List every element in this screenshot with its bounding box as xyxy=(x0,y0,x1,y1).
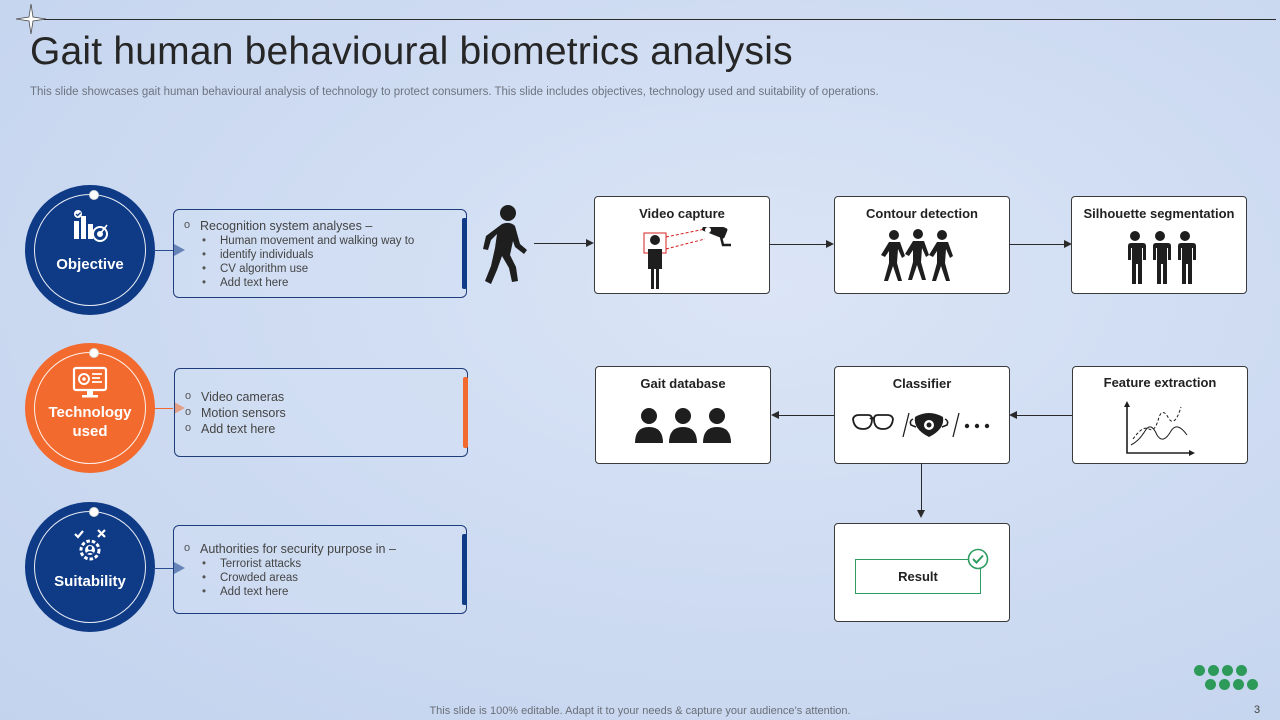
technology-connector xyxy=(153,408,173,409)
suitability-bullet: Crowded areas xyxy=(174,571,466,585)
header-rule xyxy=(44,19,1276,20)
standing-group-icon xyxy=(1127,231,1196,284)
objective-bullet: Human movement and walking way to xyxy=(174,234,466,248)
classifier-title: Classifier xyxy=(892,376,952,391)
objective-bullet: CV algorithm use xyxy=(174,262,466,276)
arrow-feature-to-classifier xyxy=(1016,415,1072,416)
page-title: Gait human behavioural biometrics analys… xyxy=(30,30,793,73)
arrow-classifier-to-result xyxy=(921,463,922,511)
arrow-person-to-capture xyxy=(534,243,586,244)
contour-detection-title: Contour detection xyxy=(866,206,978,221)
objective-card: Recognition system analyses – Human move… xyxy=(173,209,467,298)
suitability-circle: Suitability xyxy=(25,502,155,632)
footer-text: This slide is 100% editable. Adapt it to… xyxy=(429,705,851,717)
sparkle-icon xyxy=(15,3,47,35)
check-circle-icon xyxy=(967,548,989,570)
technology-circle: Technology used xyxy=(25,343,155,473)
video-capture-title: Video capture xyxy=(639,206,725,221)
arrowhead xyxy=(917,510,925,518)
arrowhead xyxy=(586,239,594,247)
suitability-bullet: Terrorist attacks xyxy=(174,557,466,571)
objective-connector xyxy=(153,250,173,251)
users-icon xyxy=(635,408,731,443)
gait-database-title: Gait database xyxy=(640,376,726,391)
technology-label: Technology used xyxy=(48,404,132,440)
technology-item: Add text here xyxy=(175,420,467,437)
checklist-gear-icon xyxy=(74,529,106,561)
suitability-label: Suitability xyxy=(54,573,126,590)
suitability-connector xyxy=(153,568,173,569)
walking-person-icon xyxy=(483,205,527,284)
glasses-mask-icon xyxy=(852,412,990,438)
video-capture-box: Video capture xyxy=(594,196,770,294)
objective-circle: Objective xyxy=(25,185,155,315)
gait-database-box: Gait database xyxy=(595,366,771,464)
technology-card: Video cameras Motion sensors Add text he… xyxy=(174,368,468,457)
objective-label: Objective xyxy=(56,256,124,273)
suitability-bullet: Add text here xyxy=(174,585,466,599)
page-subtitle: This slide showcases gait human behaviou… xyxy=(30,86,879,98)
arrow-capture-to-contour xyxy=(770,244,826,245)
walking-group-icon xyxy=(881,229,953,281)
feature-extraction-title: Feature extraction xyxy=(1103,375,1217,390)
feature-extraction-box: Feature extraction xyxy=(1072,366,1248,464)
objective-bullet: Add text here xyxy=(174,276,466,290)
technology-item: Video cameras xyxy=(175,388,467,405)
page-number: 3 xyxy=(1254,704,1261,716)
monitor-gear-icon xyxy=(72,366,108,398)
surveillance-camera-icon xyxy=(643,227,731,289)
suitability-heading: Authorities for security purpose in – xyxy=(174,540,466,557)
arrowhead xyxy=(1064,240,1072,248)
objective-bullet-continued: identify individuals xyxy=(174,248,466,262)
feature-graph-icon xyxy=(1124,401,1195,456)
arrow-classifier-to-database xyxy=(778,415,834,416)
chart-target-icon xyxy=(74,210,108,242)
arrowhead xyxy=(826,240,834,248)
contour-detection-box: Contour detection xyxy=(834,196,1010,294)
objective-heading: Recognition system analyses – xyxy=(174,217,466,234)
classifier-box: Classifier xyxy=(834,366,1010,464)
arrowhead xyxy=(771,411,779,419)
suitability-card: Authorities for security purpose in – Te… xyxy=(173,525,467,614)
technology-item: Motion sensors xyxy=(175,404,467,421)
arrowhead xyxy=(1009,411,1017,419)
silhouette-segmentation-title: Silhouette segmentation xyxy=(1083,206,1235,221)
result-box: Result xyxy=(855,559,981,594)
silhouette-segmentation-box: Silhouette segmentation xyxy=(1071,196,1247,294)
arrow-contour-to-silhouette xyxy=(1009,244,1064,245)
